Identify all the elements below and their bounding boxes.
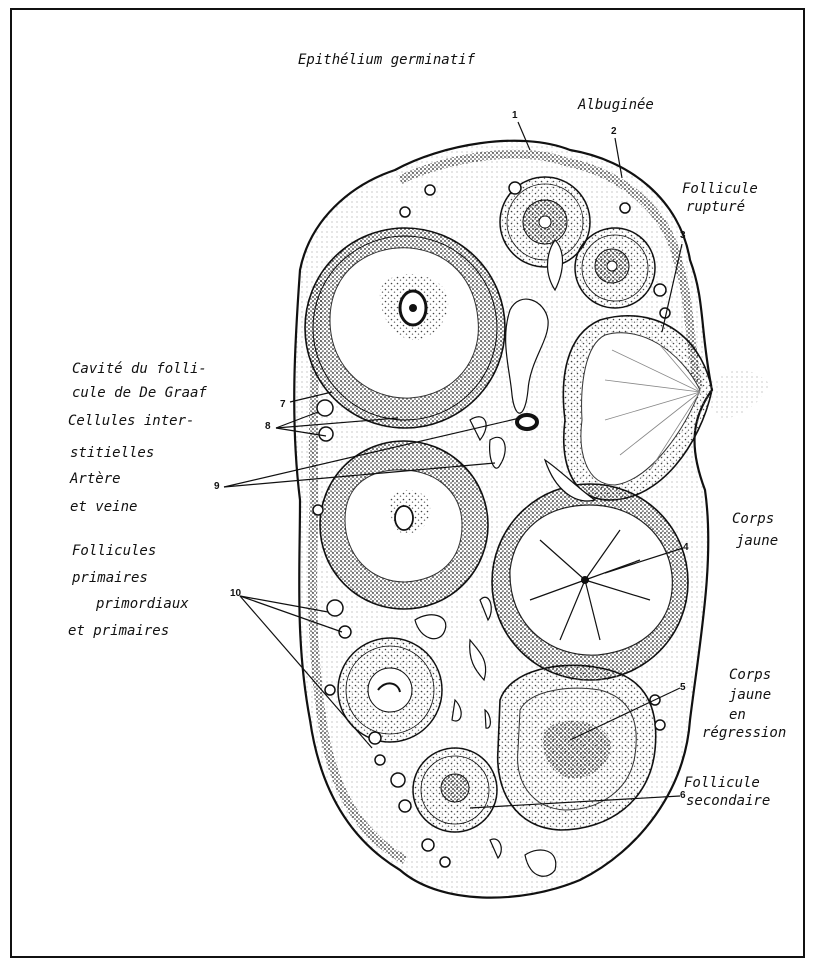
number-5: 5 [680,682,686,693]
label-albuginee: Albuginée [578,96,654,114]
number-8: 8 [265,421,271,432]
label-secondaire-2: secondaire [686,792,770,810]
number-9: 9 [214,481,220,492]
label-primaires-4: et primaires [68,622,169,640]
label-cavite-1: Cavité du folli- [72,360,207,378]
number-3: 3 [680,230,686,241]
label-regression-1: Corps [729,666,771,684]
graafian-follicle [305,228,505,428]
ruptured-follicle [563,316,770,500]
label-corps-jaune-1: Corps [732,510,774,528]
number-4: 4 [683,542,689,553]
number-1: 1 [512,110,518,121]
label-follicule-rupture-1: Follicule [682,180,758,198]
secondary-follicle-bottom [413,748,497,832]
secondary-follicle-right [575,228,655,308]
label-epithelium-germinatif: Epithélium germinatif [298,51,475,69]
label-cellules-2: stitielles [70,444,154,462]
label-corps-jaune-2: jaune [736,532,778,550]
label-artere-2: et veine [70,498,137,516]
label-cavite-2: cule de De Graaf [72,384,207,402]
label-artere-1: Artère [70,470,121,488]
label-primaires-3: primordiaux [96,595,189,613]
label-regression-4: régression [702,724,786,742]
number-6: 6 [680,790,686,801]
number-7: 7 [280,399,286,410]
label-follicule-rupture-2: rupturé [686,198,745,216]
corpus-luteum [492,484,688,680]
label-cellules-1: Cellules inter- [68,412,194,430]
label-regression-2: jaune [729,686,771,704]
label-secondaire-1: Follicule [684,774,760,792]
label-primaires-2: primaires [72,569,148,587]
label-primaires-1: Follicules [72,542,156,560]
label-regression-3: en [729,706,746,724]
number-2: 2 [611,126,617,137]
number-10: 10 [230,588,241,599]
